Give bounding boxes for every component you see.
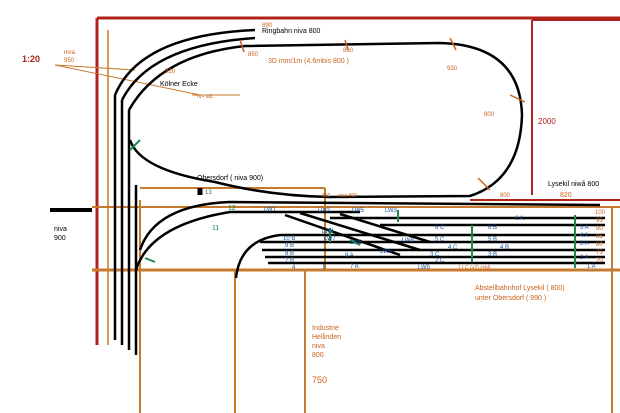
track-3b: 3 B: [488, 252, 497, 258]
pointer-line: [54, 64, 136, 71]
unter-obersdorf-label: unter Obersdorf ( 990 ): [475, 295, 546, 302]
label-800b: 800: [500, 193, 511, 199]
track-4a: 4 A: [580, 233, 589, 239]
benchwork: [54, 30, 620, 413]
track-6b: 6 B: [488, 225, 497, 231]
abstell-label: Abstellbahnhof Lysekil ( 800): [475, 285, 565, 292]
label-2000: 2000: [538, 117, 556, 126]
track-6a: 6 A: [515, 216, 524, 222]
niva-ind-label: niva: [312, 343, 325, 350]
track-4: 4: [292, 265, 296, 271]
lysekil-niva-label: Lysekil niwå 800: [548, 180, 599, 188]
niva-900-label: niva 900: [338, 193, 357, 199]
lw9: LW9: [418, 265, 431, 271]
tracks: [50, 28, 605, 355]
track-4b: 4 B: [500, 245, 509, 251]
track-7a: 7 A: [350, 264, 359, 270]
track-2a: 2 A: [580, 255, 589, 261]
pointer-line-2: [54, 64, 201, 96]
track-3a: 3 A: [580, 241, 589, 247]
kolner-ecke-label: Kölner Ecke: [160, 81, 198, 88]
hellinden-label: Hellinden: [312, 334, 341, 341]
track-2c: 2 C: [435, 258, 445, 264]
curve-mid: [120, 36, 256, 101]
bottom-note: 1 t C (>2) (=bl): [458, 265, 491, 271]
ladder-1: [284, 213, 401, 257]
signals: [129, 139, 576, 268]
lw3: LW3: [385, 208, 398, 214]
label-11: 11: [212, 225, 219, 232]
label-930: 930: [447, 66, 458, 72]
ramp-70: 70: [596, 258, 603, 264]
track-5b: 5 B: [488, 237, 497, 243]
track-7b: 7 B: [285, 258, 294, 264]
track-1: 1: [322, 265, 326, 271]
lw7: LW7: [324, 236, 337, 242]
ring-ticks: [239, 37, 526, 191]
scale-label: 1:20: [22, 54, 40, 64]
label-890: 890: [262, 23, 273, 29]
track-9b: 9 B: [285, 243, 294, 249]
niva-left-a: niva: [54, 226, 67, 233]
label-750: 750: [312, 375, 327, 385]
lw4: LW4: [322, 229, 335, 235]
track-4c: 4 C: [448, 245, 458, 251]
curve-outer: [113, 28, 256, 96]
niva-950-b: 950: [64, 58, 75, 64]
ladder-3: [339, 212, 431, 244]
room-walls: [95, 16, 620, 345]
curve-inner: [127, 44, 246, 111]
track-obersdorf-main: [138, 200, 601, 251]
track-1a: 1 A: [587, 264, 596, 270]
niva-950-a: niva: [64, 50, 76, 56]
small-note: ru= adl.: [197, 94, 214, 100]
ramp-85: 85: [596, 234, 603, 240]
slope-label: 3D mm/1m (4.6mbis 800 ): [268, 58, 349, 65]
track-obersdorf-2: [134, 210, 360, 271]
track-5c: 5 C: [435, 237, 445, 243]
track-8b: 8 B: [285, 251, 294, 257]
ramp-75: 75: [596, 250, 603, 256]
niva-left-b: 900: [54, 235, 66, 242]
lw6: LW6: [350, 240, 363, 246]
label-920: 920: [165, 69, 176, 75]
lw1: LW1: [264, 207, 277, 213]
industrie-label: Industrie: [312, 325, 339, 332]
label-13: 13: [205, 190, 212, 196]
track-8a: 8 A: [345, 253, 354, 259]
label-800a: 800: [484, 112, 495, 118]
label-12: 12: [228, 205, 236, 212]
ramp-80: 80: [596, 242, 603, 248]
lw5: LW5: [352, 208, 365, 214]
ringbahn-label: Ringbahn niva 800: [262, 28, 320, 35]
label-850a: 850: [248, 52, 259, 58]
track-10b: 10 B: [283, 236, 295, 242]
ringbahn-oval: [128, 41, 524, 199]
ramp-100: 100: [595, 210, 606, 216]
track-3c: 3 C: [430, 252, 440, 258]
label-860: 860: [343, 48, 354, 54]
lw2: LW2: [318, 208, 331, 214]
obersdorf-label: Obersdorf ( niva 900): [197, 175, 263, 182]
label-850b: 850: [322, 193, 331, 199]
label-820: 820: [560, 192, 572, 199]
lw8: LW8: [402, 238, 415, 244]
ramp-95: 95: [596, 218, 603, 224]
ladder-2: [299, 211, 421, 252]
ind-800-label: 800: [312, 352, 324, 359]
ramp-90: 90: [596, 226, 603, 232]
track-yard-1: [234, 233, 605, 279]
track-5a: 5 A: [580, 225, 589, 231]
track-6c: 6 C: [435, 225, 445, 231]
lw-b: LW6: [380, 249, 393, 255]
